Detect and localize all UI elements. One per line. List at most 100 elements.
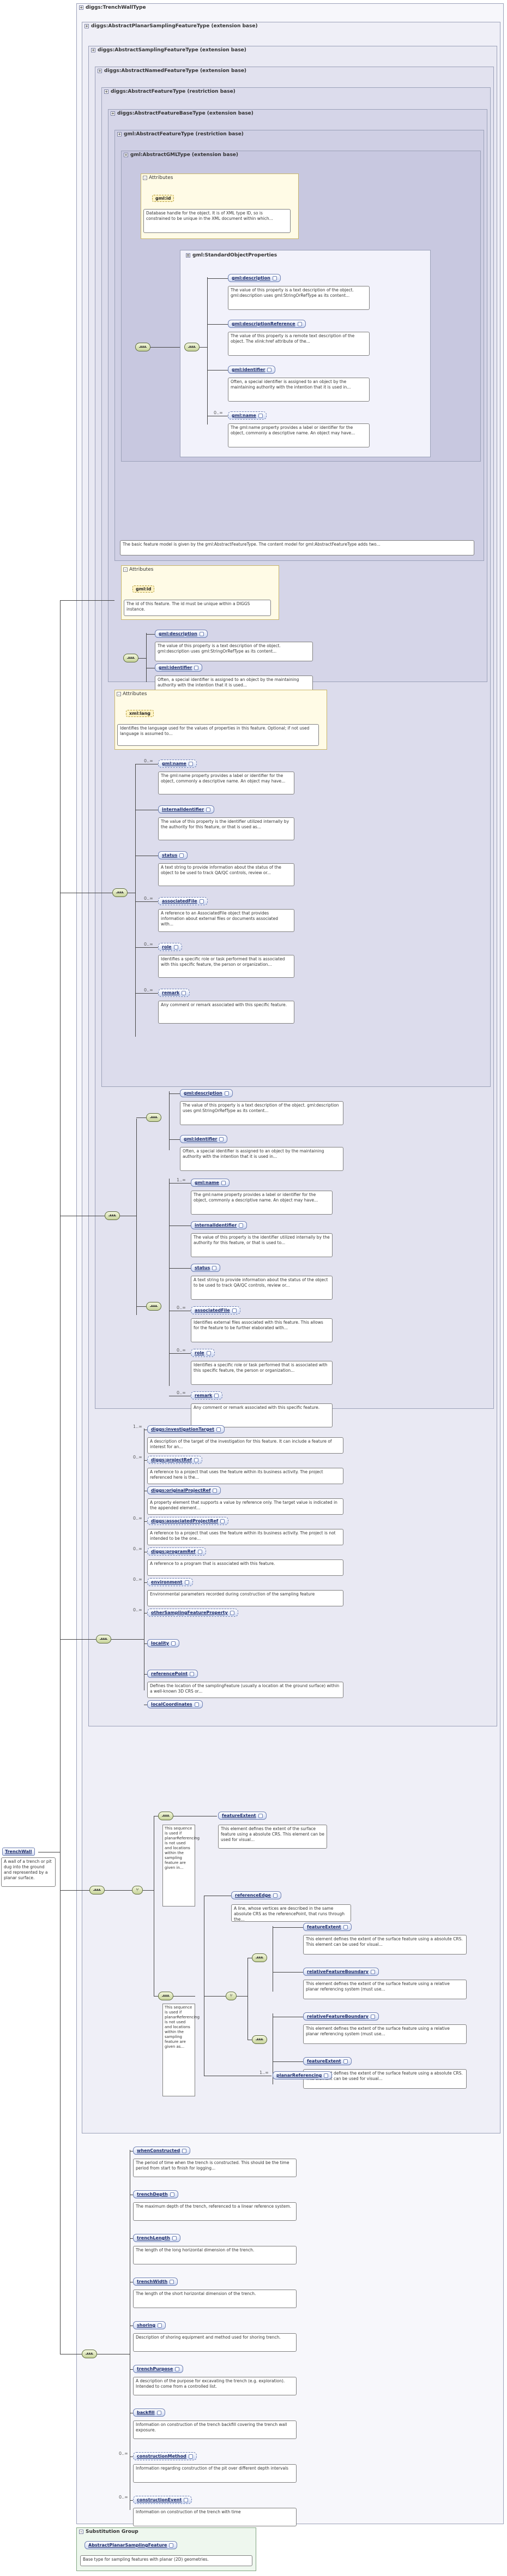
localcoordinates-element[interactable]: localCoordinates — [147, 1700, 203, 1708]
role-element[interactable]: role — [158, 943, 182, 951]
sequence-icon[interactable] — [146, 1113, 161, 1122]
diggs-associatedprojectref-element[interactable]: diggs:associatedProjectRef — [147, 1517, 229, 1525]
trenchpurpose-element[interactable]: trenchPurpose — [133, 2365, 184, 2373]
element-name: gml:name — [162, 761, 186, 766]
environment-element[interactable]: environment — [147, 1578, 193, 1586]
gml-identifier-element[interactable]: gml:identifier — [180, 1135, 228, 1143]
choice-icon[interactable] — [226, 1992, 237, 2000]
element-icon — [221, 1180, 226, 1185]
expand-icon[interactable] — [91, 48, 95, 52]
whenconstructed-element[interactable]: whenConstructed — [133, 2147, 191, 2155]
element-icon — [239, 1223, 244, 1228]
sequence-icon[interactable] — [158, 1812, 173, 1820]
connector — [169, 1093, 180, 1094]
connector — [130, 2500, 133, 2501]
expand-icon[interactable] — [79, 5, 83, 10]
gml-description-element[interactable]: gml:description — [180, 1089, 233, 1097]
sequence-icon[interactable] — [105, 1211, 120, 1220]
expand-icon[interactable] — [98, 69, 102, 73]
trenchwall-root-element[interactable]: TrenchWall — [2, 1848, 35, 1856]
element-icon — [173, 945, 178, 949]
trenchdepth-element[interactable]: trenchDepth — [133, 2190, 178, 2198]
attr-gml-id[interactable]: gml:id — [132, 585, 155, 593]
collapse-icon[interactable]: – — [117, 692, 121, 696]
diggs-projectref-element[interactable]: diggs:projectRef — [147, 1456, 202, 1464]
constructionevent-element[interactable]: constructionEvent — [133, 2496, 192, 2504]
status-element[interactable]: status — [191, 1264, 221, 1272]
trenchlength-element[interactable]: trenchLength — [133, 2234, 180, 2242]
expand-icon[interactable] — [84, 24, 89, 28]
gml-identifier-element[interactable]: gml:identifier — [228, 366, 276, 374]
sequence-icon[interactable] — [252, 1953, 267, 1962]
choice-icon[interactable] — [132, 1886, 143, 1894]
featureextent-element[interactable]: featureExtent — [303, 1923, 352, 1931]
sequence-icon[interactable] — [123, 654, 138, 662]
expand-icon[interactable] — [104, 89, 108, 94]
trenchwidth-doc: The length of the short horizontal dimen… — [133, 2290, 297, 2308]
backfill-doc: Information on construction of the trenc… — [133, 2420, 297, 2439]
cardinality: 0..∞ — [133, 1455, 142, 1460]
collapse-icon[interactable]: – — [123, 567, 128, 572]
gml-name-element[interactable]: gml:name — [228, 411, 267, 420]
status-element[interactable]: status — [158, 851, 188, 859]
gml-identifier-element[interactable]: gml:identifier — [155, 664, 203, 672]
attr-xml-lang[interactable]: xml:lang — [126, 710, 154, 717]
element-icon — [188, 2454, 193, 2459]
sequence-icon[interactable] — [146, 1302, 161, 1311]
expand-icon[interactable] — [117, 132, 122, 136]
shoring-element[interactable]: shoring — [133, 2321, 166, 2329]
relativefeatureboundary-doc: This element defines the extent of the s… — [303, 2024, 467, 2044]
connector — [200, 347, 207, 348]
connector — [105, 1890, 132, 1891]
element-icon — [212, 1265, 217, 1270]
backfill-element[interactable]: backfill — [133, 2408, 165, 2417]
sequence-icon[interactable] — [184, 343, 200, 351]
sequence-icon[interactable] — [252, 2035, 267, 2044]
diggs-programref-element[interactable]: diggs:programRef — [147, 1547, 206, 1556]
sequence-icon[interactable] — [158, 1992, 173, 2000]
element-icon — [343, 2059, 348, 2064]
othersamplingfeatureproperty-element[interactable]: otherSamplingFeatureProperty — [147, 1609, 238, 1617]
element-icon — [273, 1893, 277, 1898]
sequence-icon[interactable] — [96, 1635, 111, 1643]
substitution-element[interactable]: AbstractPlanarSamplingFeature — [84, 2541, 178, 2549]
expand-icon[interactable] — [124, 153, 128, 157]
attr-doc: Identifies the language used for the val… — [117, 724, 319, 746]
internalidentifier-element[interactable]: internalIdentifier — [191, 1221, 248, 1229]
associatedfile-element[interactable]: associatedFile — [158, 897, 208, 905]
element-icon — [175, 2366, 180, 2371]
gml-description-element[interactable]: gml:description — [155, 630, 208, 638]
sequence-icon[interactable] — [89, 1886, 105, 1894]
locality-element[interactable]: locality — [147, 1639, 179, 1647]
reference-edge-element[interactable]: referenceEdge — [231, 1891, 281, 1899]
featureextent-element[interactable]: featureExtent — [303, 2057, 352, 2065]
element-name: role — [162, 945, 172, 949]
element-icon — [219, 1137, 224, 1141]
planar-referencing-element[interactable]: planarReferencing — [273, 2071, 333, 2079]
expand-icon[interactable] — [111, 111, 115, 116]
sequence-icon[interactable] — [82, 2350, 97, 2358]
diggs-investigationtarget-element[interactable]: diggs:investigationTarget — [147, 1425, 225, 1433]
sequence-icon[interactable] — [112, 888, 128, 897]
feature-extent-element[interactable]: featureExtent — [218, 1812, 267, 1820]
connector — [169, 1268, 191, 1269]
remark-element[interactable]: remark — [158, 989, 190, 997]
remark-element[interactable]: remark — [191, 1391, 223, 1400]
role-element[interactable]: role — [191, 1349, 215, 1357]
attr-gml-id[interactable]: gml:id — [152, 195, 174, 202]
constructionmethod-element[interactable]: constructionMethod — [133, 2452, 197, 2460]
associatedfile-element[interactable]: associatedFile — [191, 1306, 240, 1314]
trenchwidth-element[interactable]: trenchWidth — [133, 2278, 178, 2286]
diggs-originalprojectref-element[interactable]: diggs:originalProjectRef — [147, 1486, 221, 1495]
frame-title: diggs:AbstractNamedFeatureType (extensio… — [98, 68, 246, 74]
referencepoint-element[interactable]: referencePoint — [147, 1670, 198, 1678]
internalidentifier-element[interactable]: internalIdentifier — [158, 805, 215, 814]
collapse-icon[interactable]: – — [143, 176, 147, 180]
gml-description-element[interactable]: gml:description — [228, 274, 281, 282]
gml-name-element[interactable]: gml:name — [158, 760, 197, 768]
relativefeatureboundary-element[interactable]: relativeFeatureBoundary — [303, 1968, 379, 1976]
gml-descriptionreference-element[interactable]: gml:descriptionReference — [228, 320, 306, 328]
sequence-icon[interactable] — [135, 343, 150, 351]
gml-name-element[interactable]: gml:name — [191, 1179, 230, 1187]
relativefeatureboundary-element[interactable]: relativeFeatureBoundary — [303, 2012, 379, 2021]
